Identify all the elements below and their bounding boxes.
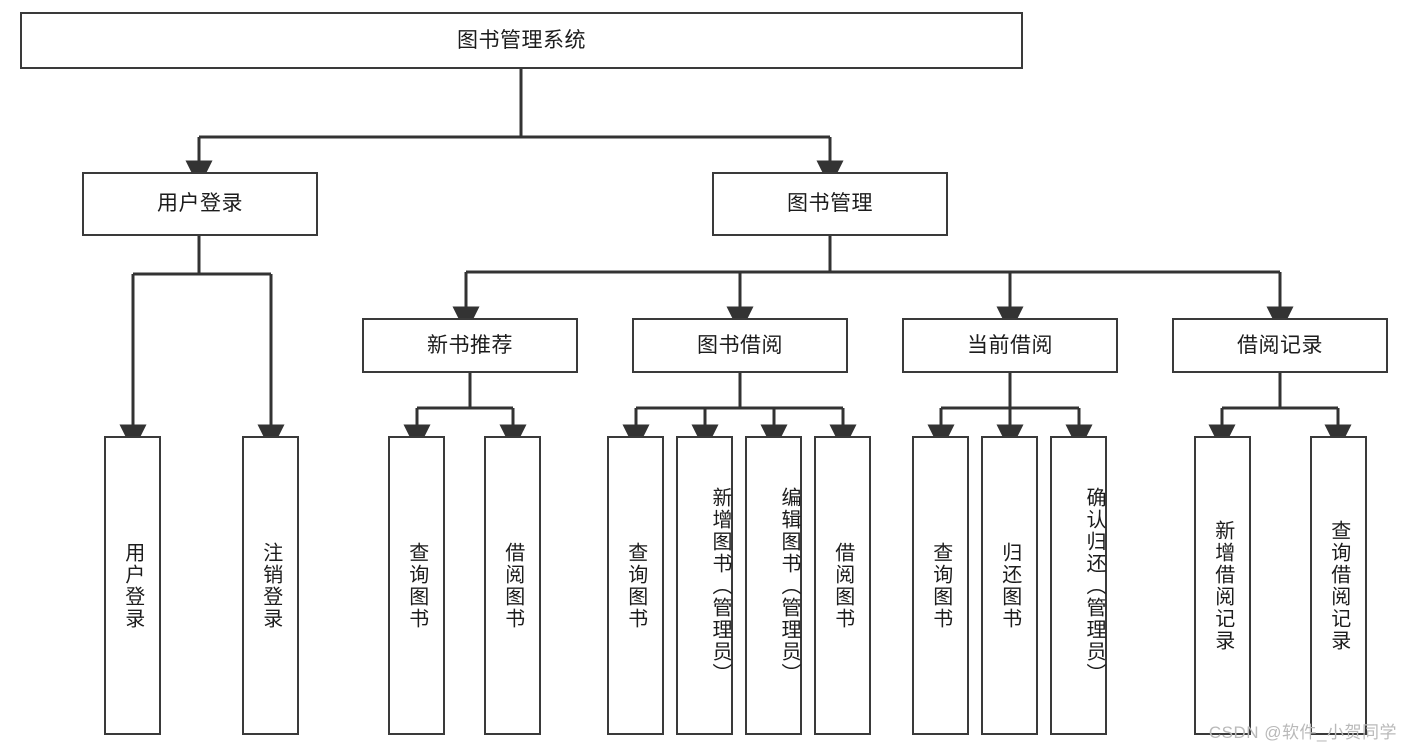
- leaf-borrow-book[interactable]: 借阅图书: [814, 436, 871, 735]
- node-book-management[interactable]: 图书管理: [712, 172, 948, 236]
- leaf-query-book-new[interactable]: 查询图书: [388, 436, 445, 735]
- leaf-edit-book-admin[interactable]: 编辑图书（管理员）: [745, 436, 802, 735]
- node-root-system[interactable]: 图书管理系统: [20, 12, 1023, 69]
- leaf-logout-login[interactable]: 注销登录: [242, 436, 299, 735]
- leaf-query-book-borrow[interactable]: 查询图书: [607, 436, 664, 735]
- node-user-login[interactable]: 用户登录: [82, 172, 318, 236]
- node-new-book-recommend[interactable]: 新书推荐: [362, 318, 578, 373]
- leaf-borrow-book-new[interactable]: 借阅图书: [484, 436, 541, 735]
- csdn-watermark: CSDN @软件_小贺同学: [1208, 723, 1397, 742]
- leaf-add-borrow-record[interactable]: 新增借阅记录: [1194, 436, 1251, 735]
- leaf-query-book-current[interactable]: 查询图书: [912, 436, 969, 735]
- leaf-confirm-return-admin[interactable]: 确认归还（管理员）: [1050, 436, 1107, 735]
- node-borrow-record[interactable]: 借阅记录: [1172, 318, 1388, 373]
- node-book-borrow[interactable]: 图书借阅: [632, 318, 848, 373]
- leaf-query-borrow-record[interactable]: 查询借阅记录: [1310, 436, 1367, 735]
- node-current-borrow[interactable]: 当前借阅: [902, 318, 1118, 373]
- leaf-user-login[interactable]: 用户登录: [104, 436, 161, 735]
- leaf-add-book-admin[interactable]: 新增图书（管理员）: [676, 436, 733, 735]
- leaf-return-book[interactable]: 归还图书: [981, 436, 1038, 735]
